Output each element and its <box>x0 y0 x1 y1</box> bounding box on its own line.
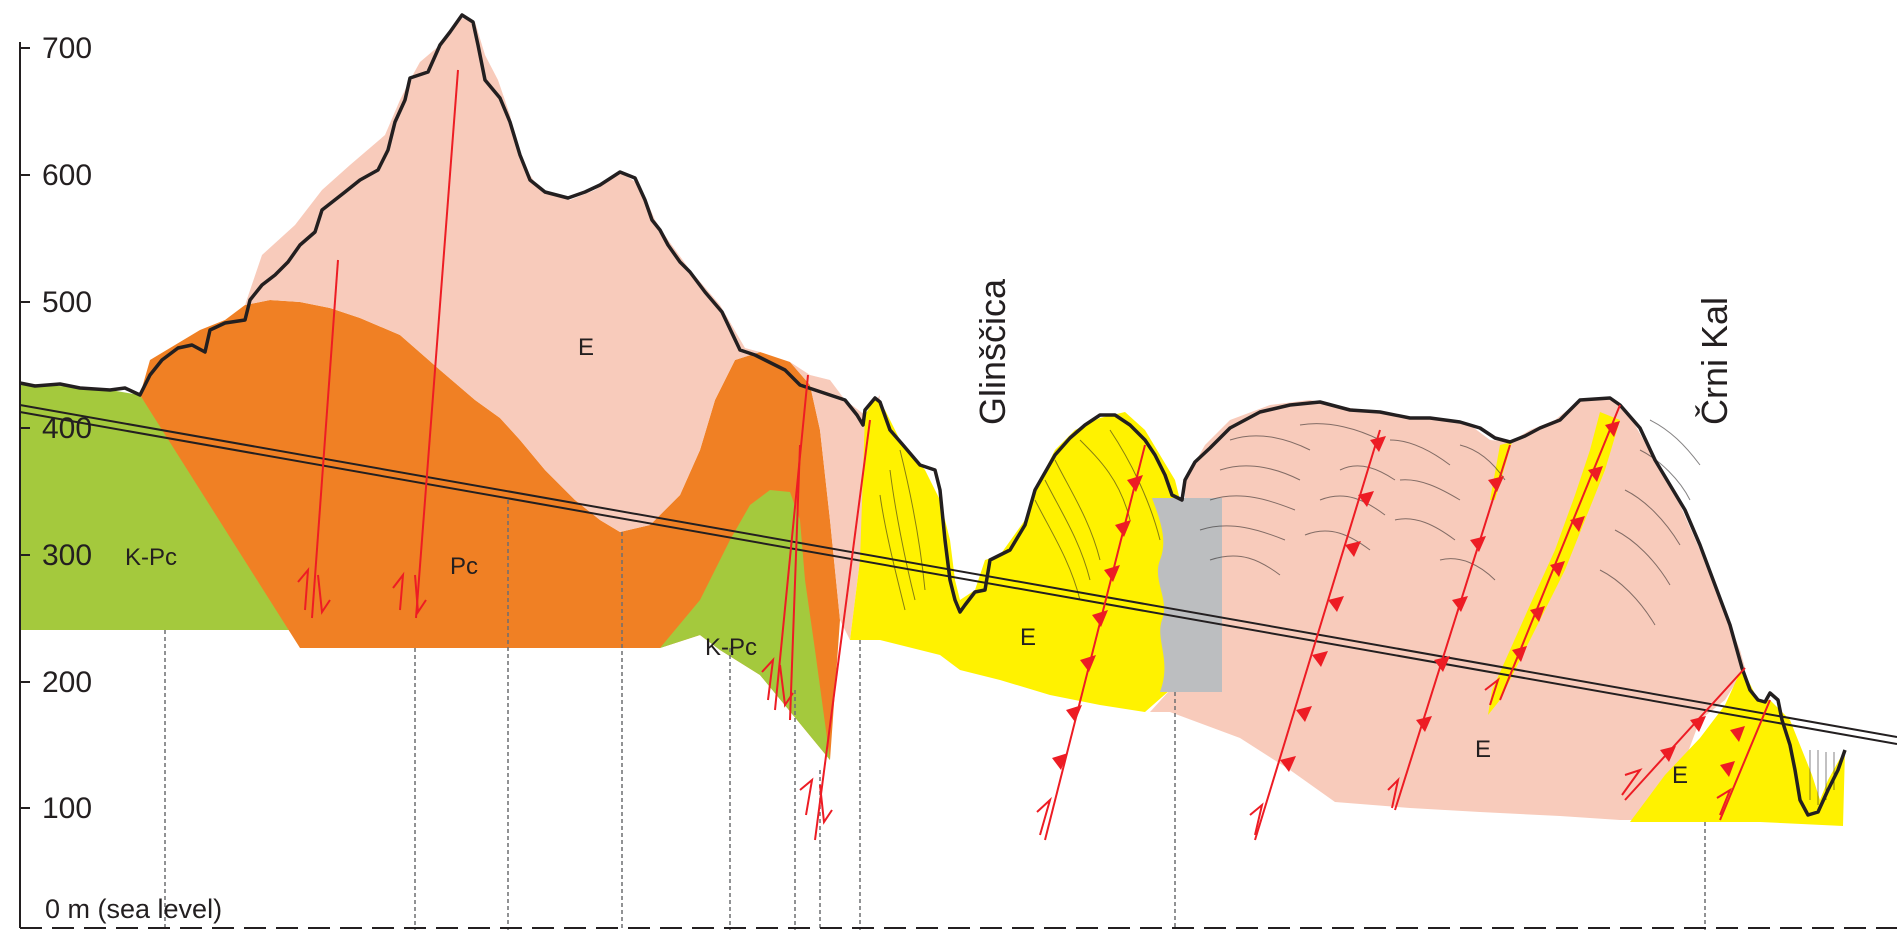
tunnel <box>19 404 1897 745</box>
geology-fills <box>20 18 1845 826</box>
unit-k-pc-left <box>20 383 300 630</box>
bedding-lines <box>879 419 1835 805</box>
fault-11 <box>1719 699 1771 821</box>
unit-e-pink-upper <box>245 18 760 532</box>
tick-label: 700 <box>42 32 92 65</box>
unit-labels: K-Pc Pc E K-Pc E E E <box>125 334 1688 789</box>
axis-tick-labels: 700 600 500 400 300 200 100 0 m (sea lev… <box>42 32 222 924</box>
fault-5 <box>814 419 871 841</box>
place-glinscica: Glinščica <box>972 278 1013 425</box>
unit-e-yellow-valley <box>850 398 1185 712</box>
elevation-axis <box>19 42 30 928</box>
tick-label: 200 <box>42 666 92 699</box>
fault-7 <box>1254 429 1381 841</box>
fault-6 <box>1044 444 1146 841</box>
fault-10 <box>1624 667 1746 801</box>
displacement-arrows <box>297 566 1733 836</box>
fault-2 <box>415 69 459 619</box>
sea-level-label: 0 m (sea level) <box>45 894 222 924</box>
boreholes <box>164 500 1706 930</box>
label-k-pc-middle: K-Pc <box>705 634 757 661</box>
grey-block-edge <box>1152 498 1165 692</box>
label-e-valley: E <box>1020 624 1036 651</box>
label-k-pc-left: K-Pc <box>125 544 177 571</box>
tick-label: 600 <box>42 159 92 192</box>
thrust-teeth <box>1052 421 1745 777</box>
unit-k-pc-middle <box>660 490 830 760</box>
unit-e-pink-wedge <box>790 362 880 640</box>
fault-8 <box>1394 444 1511 811</box>
label-pc: Pc <box>450 553 478 580</box>
tick-label: 400 <box>42 412 92 445</box>
tick-label: 300 <box>42 539 92 572</box>
fault-4 <box>789 444 801 721</box>
tick-label: 500 <box>42 286 92 319</box>
place-crni-kal: Črni Kal <box>1694 297 1735 425</box>
label-e-upper: E <box>578 334 594 361</box>
fault-1 <box>311 259 339 619</box>
topographic-profile <box>19 13 1847 817</box>
unit-e-yellow-right <box>1630 668 1845 826</box>
label-e-right: E <box>1475 736 1491 763</box>
tick-label: 100 <box>42 792 92 825</box>
label-e-far-right: E <box>1672 762 1688 789</box>
unit-e-pink-right <box>1150 398 1745 820</box>
fault-3 <box>774 374 809 711</box>
